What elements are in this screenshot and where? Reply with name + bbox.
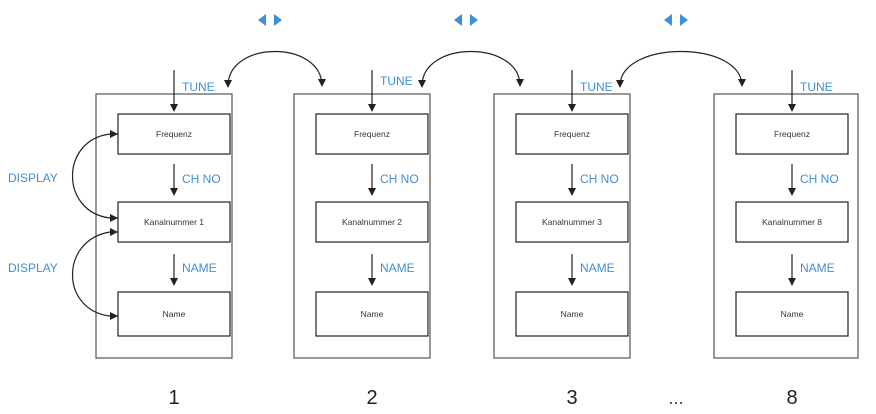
arc-arrowhead [616,80,624,88]
frequenz-label: Frequenz [554,129,590,139]
display-label-top: DISPLAY [8,171,58,185]
name-box [735,291,849,337]
display-label-bottom: DISPLAY [8,261,58,275]
kanalnummer-box [315,201,429,243]
channel-number: 2 [366,387,377,409]
chno-label: CH NO [380,172,419,186]
name-box-label: Name [561,309,584,319]
channel-2-block: TUNE Frequenz CH NO Kanalnummer 2 NAME N… [293,70,431,409]
frequenz-box [117,113,231,155]
connector-arc-2-3 [421,50,524,87]
kanalnummer-box [515,201,629,243]
chno-label: CH NO [580,172,619,186]
channel-3-block: TUNE Frequenz CH NO Kanalnummer 3 NAME N… [493,70,631,409]
channel-number: 1 [168,387,179,409]
chno-label: CH NO [800,172,839,186]
frequenz-box [315,113,429,155]
frequenz-box [515,113,629,155]
name-box-label: Name [361,309,384,319]
tune-label: TUNE [580,80,613,94]
tune-label: TUNE [800,80,833,94]
kanalnummer-label: Kanalnummer 2 [342,217,402,227]
arc-arrowhead [418,80,426,88]
tune-label: TUNE [182,80,215,94]
frequenz-label: Frequenz [774,129,810,139]
frequenz-label: Frequenz [354,129,390,139]
name-box [315,291,429,337]
kanalnummer-box [117,201,231,243]
kanalnummer-box [735,201,849,243]
kanalnummer-label: Kanalnummer 3 [542,217,602,227]
kanalnummer-label: Kanalnummer 8 [762,217,822,227]
nav-icon-3-8 [664,14,688,26]
name-box-label: Name [781,309,804,319]
arc-arrowhead [224,80,232,88]
connector-arc-3-8 [619,51,746,87]
channel-number: 8 [786,387,797,409]
name-box [515,291,629,337]
kanalnummer-label: Kanalnummer 1 [144,217,204,227]
channel-number: 3 [566,387,577,409]
name-label: NAME [580,261,615,275]
chno-label: CH NO [182,172,221,186]
nav-icon-2-3 [454,14,478,26]
name-label: NAME [380,261,415,275]
tune-label: TUNE [380,74,413,88]
ellipsis: ... [668,388,683,408]
display-loops: DISPLAY DISPLAY [8,130,118,320]
name-box-label: Name [163,309,186,319]
name-box [117,291,231,337]
channel-8-block: TUNE Frequenz CH NO Kanalnummer 8 NAME N… [713,70,859,409]
nav-icon-1-2 [258,14,282,26]
frequenz-label: Frequenz [156,129,192,139]
channel-1-block: TUNE Frequenz CH NO Kanalnummer 1 NAME N… [95,70,233,409]
name-label: NAME [800,261,835,275]
name-label: NAME [182,261,217,275]
frequenz-box [735,113,849,155]
connector-arc-1-2 [227,50,326,87]
